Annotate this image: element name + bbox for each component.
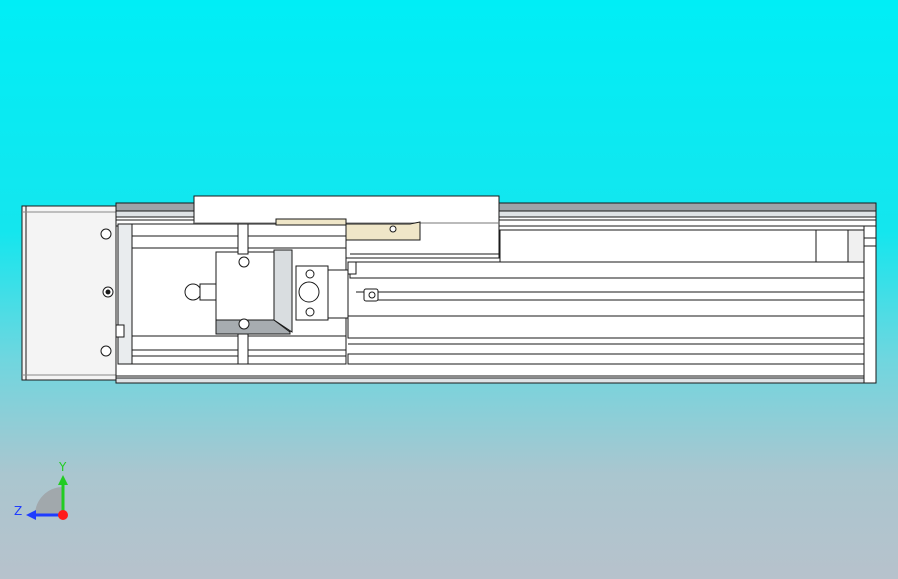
axis-triad[interactable]: Y Z bbox=[12, 455, 82, 525]
z-axis-label: Z bbox=[14, 504, 22, 518]
sensor-bracket bbox=[345, 221, 421, 241]
rail-slot bbox=[349, 261, 865, 279]
cylinder-shade bbox=[273, 249, 293, 333]
housing-bolt bbox=[100, 228, 112, 240]
rail-slot bbox=[377, 291, 865, 301]
rail-slot bbox=[347, 315, 865, 339]
end-cap bbox=[863, 225, 877, 384]
x-axis-dot bbox=[58, 510, 68, 520]
y-axis-label: Y bbox=[58, 460, 67, 474]
rail-slot-window bbox=[499, 229, 865, 263]
port-fitting bbox=[184, 283, 202, 301]
triad-sector bbox=[35, 487, 63, 515]
rail-slot bbox=[347, 353, 865, 365]
housing-bolt bbox=[100, 345, 112, 357]
